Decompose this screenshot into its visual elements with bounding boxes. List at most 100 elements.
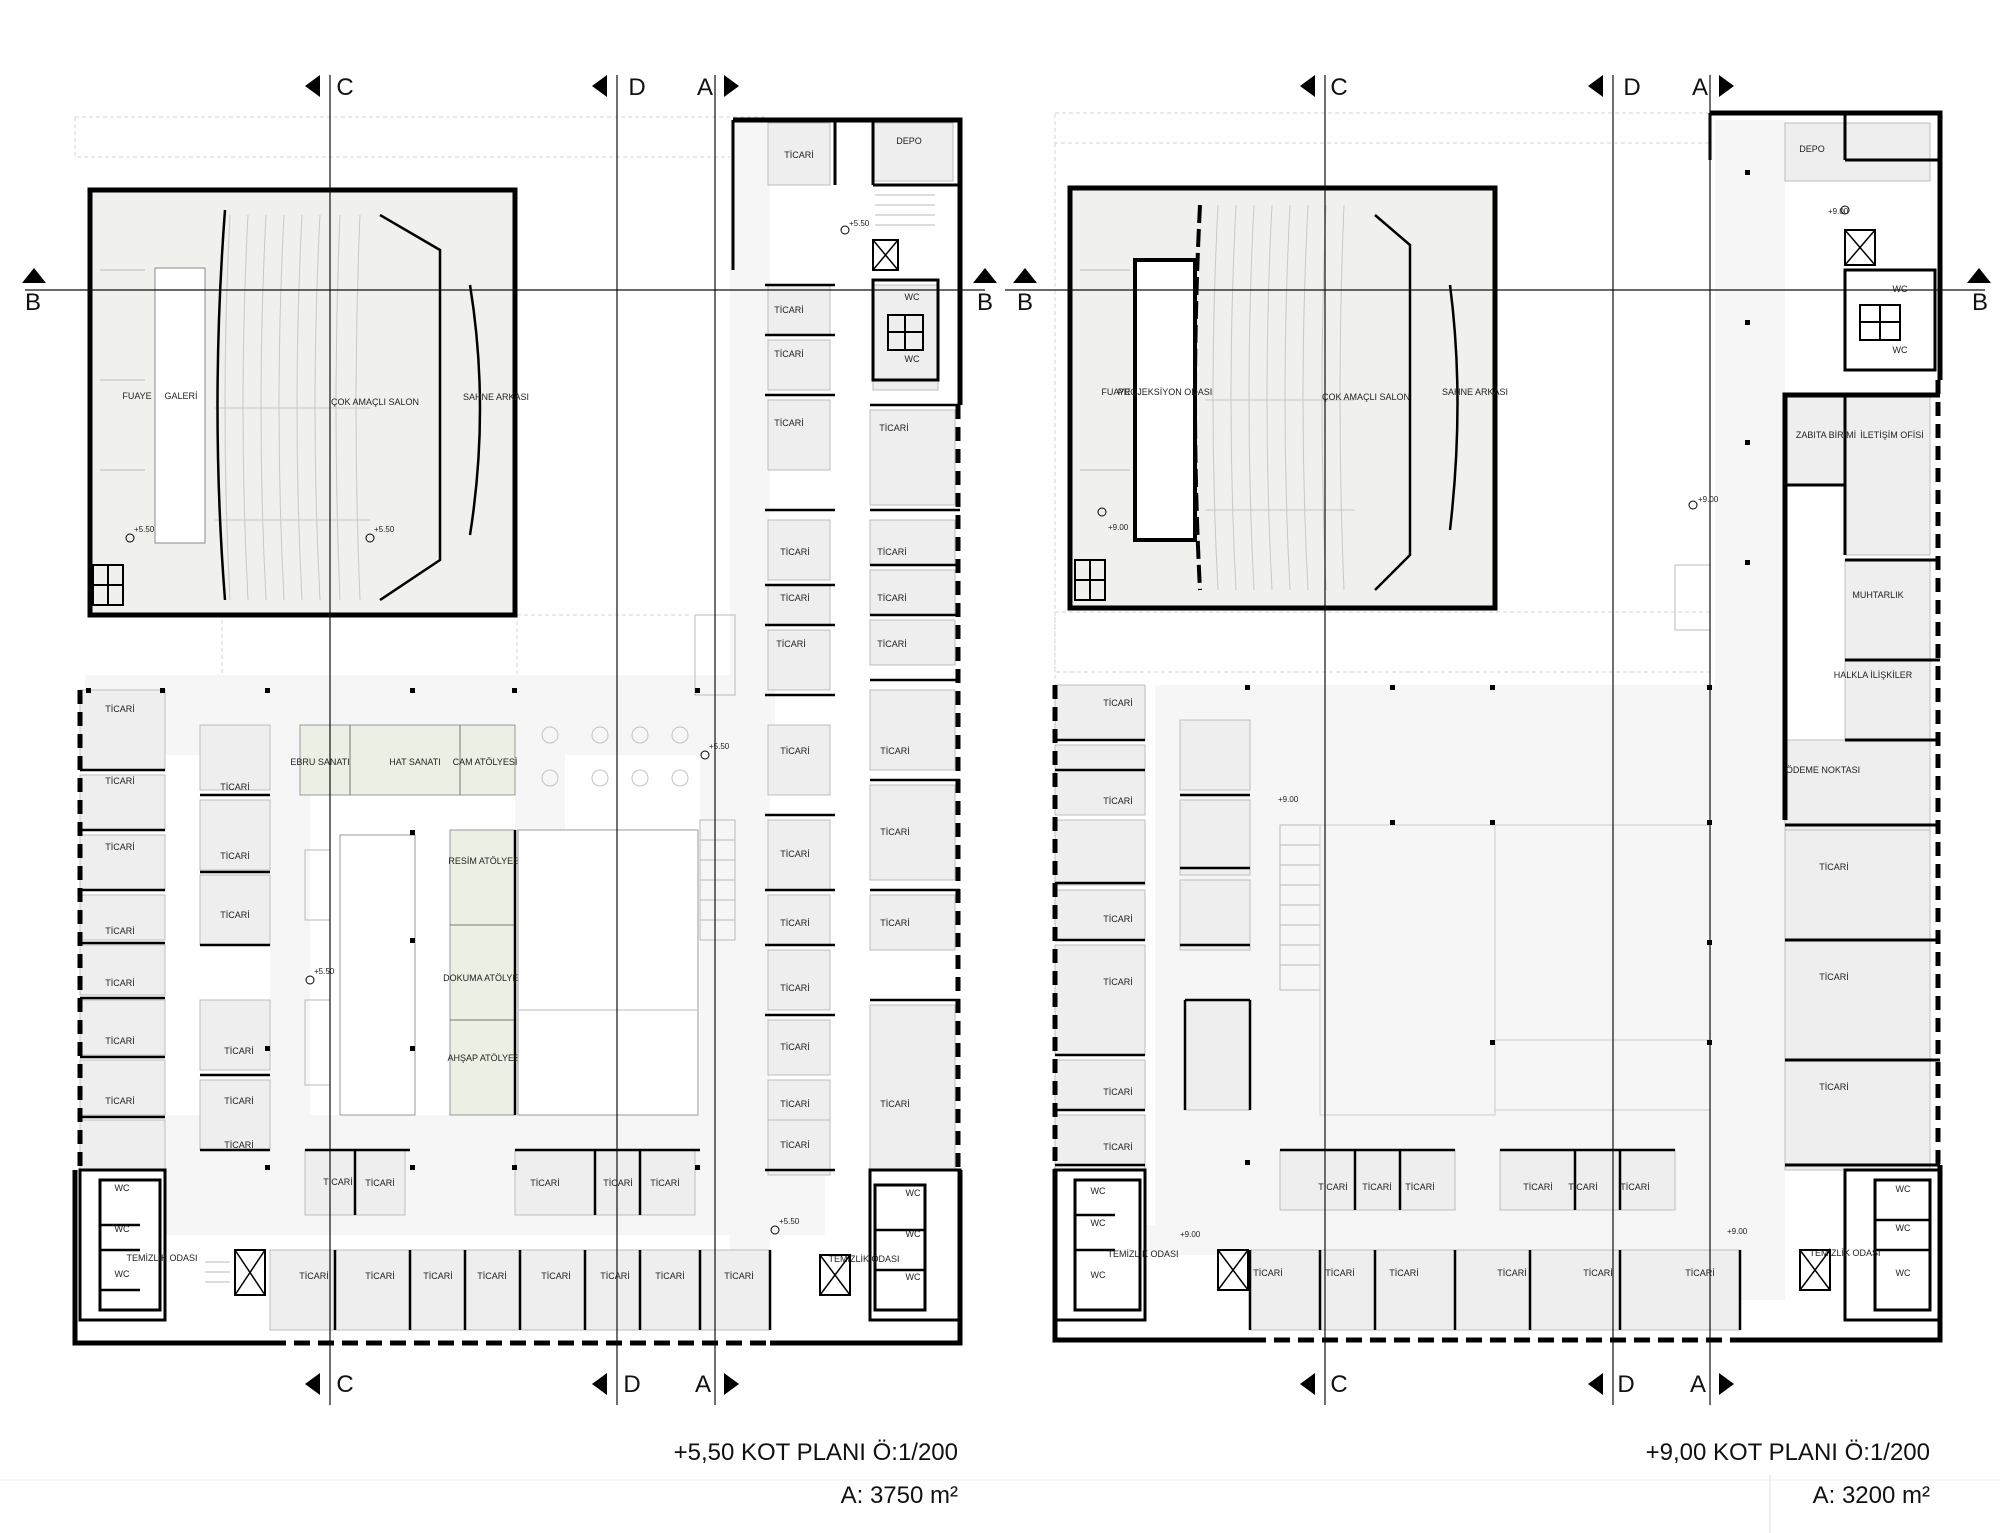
room-label-ticari: TİCARİ: [877, 593, 907, 603]
level-mark: +5.50: [374, 525, 395, 534]
room-label-ticari: TİCARİ: [603, 1178, 633, 1188]
level-mark: +5.50: [779, 1217, 800, 1226]
room-label-ticari: TİCARİ: [784, 150, 814, 160]
room-label-ticari: TİCARİ: [224, 1140, 254, 1150]
room-label-sahne: SAHNE ARKASI: [1442, 387, 1508, 397]
room-label-ticari: TİCARİ: [1318, 1182, 1348, 1192]
stair-east: [875, 194, 935, 226]
room-label-ticari: TİCARİ: [477, 1271, 507, 1281]
south-wing: TİCARİ TİCARİ TİCARİ TİCARİ TİCARİ TİCAR…: [72, 1148, 963, 1346]
room-label-ticari: TİCARİ: [105, 704, 135, 714]
room-label-ticari: TİCARİ: [1103, 1087, 1133, 1097]
room-label-wc: WC: [906, 1272, 921, 1282]
room-label-wc: WC: [906, 1188, 921, 1198]
room-label-temizlik: TEMİZLİK ODASI: [828, 1254, 899, 1264]
room-label-salon: ÇOK AMAÇLI SALON: [1322, 392, 1410, 402]
room-label-ticari: TİCARİ: [774, 418, 804, 428]
room-label-ticari: TİCARİ: [105, 978, 135, 988]
room-label-ticari: TİCARİ: [541, 1271, 571, 1281]
room-label-temizlik: TEMİZLİK ODASI: [1107, 1249, 1178, 1259]
room-label-ticari: TİCARİ: [879, 423, 909, 433]
room-label-ticari: TİCARİ: [220, 782, 250, 792]
room-label-ticari: TİCARİ: [1389, 1268, 1419, 1278]
section-mark-c: C: [1330, 1371, 1347, 1398]
level-markers: +5.50 +5.50 +5.50 +5.50 +5.50 +5.50: [125, 219, 870, 1235]
room-label-ticari: TİCARİ: [780, 918, 810, 928]
room-label-ticari: TİCARİ: [774, 305, 804, 315]
plan-left-5-50: FUAYE GALERİ ÇOK AMAÇLI SALON SAHNE ARKA…: [22, 74, 997, 1509]
section-mark-c: C: [336, 1371, 353, 1398]
room-label-ticari: TİCARİ: [323, 1177, 353, 1187]
room-label-wc: WC: [1893, 345, 1908, 355]
room-label-ebru: EBRU SANATI: [290, 757, 349, 767]
room-label-ticari: TİCARİ: [780, 547, 810, 557]
room-label-wc: WC: [1896, 1223, 1911, 1233]
room-label-hat: HAT SANATI: [389, 757, 441, 767]
room-label-ticari: TİCARİ: [780, 746, 810, 756]
room-label-resim: RESİM ATÖLYESİ: [448, 856, 521, 866]
section-mark-b: B: [977, 289, 993, 316]
section-mark-a: A: [1692, 74, 1708, 101]
plan-title: +5,50 KOT PLANI Ö:1/200: [674, 1439, 958, 1466]
level-mark: +5.50: [849, 219, 870, 228]
plan-area: A: 3200 m²: [1813, 1482, 1930, 1509]
section-mark-d: D: [623, 1371, 640, 1398]
room-label-ticari: TİCARİ: [1103, 1142, 1133, 1152]
room-label-ticari: TİCARİ: [880, 1099, 910, 1109]
room-label-ticari: TİCARİ: [1103, 977, 1133, 987]
room-label-ticari: TİCARİ: [1497, 1268, 1527, 1278]
room-label-ticari: TİCARİ: [776, 639, 806, 649]
room-label-wc: WC: [115, 1183, 130, 1193]
room-label-ticari: TİCARİ: [105, 926, 135, 936]
room-label-ticari: TİCARİ: [877, 547, 907, 557]
room-label-ticari: TİCARİ: [1362, 1182, 1392, 1192]
room-label-galeri: GALERİ: [164, 391, 197, 401]
room-label-halkla: HALKLA İLİŞKİLER: [1834, 670, 1913, 680]
level-mark: +9.00: [1698, 495, 1719, 504]
section-lines: C D A C D A B B: [1005, 74, 1991, 1405]
room-label-ticari: TİCARİ: [1568, 1182, 1598, 1192]
room-label-wc: WC: [905, 354, 920, 364]
room-label-ticari: TİCARİ: [1103, 796, 1133, 806]
auditorium-seating: [215, 214, 370, 601]
room-label-ticari: TİCARİ: [655, 1271, 685, 1281]
room-label-wc: WC: [1893, 284, 1908, 294]
room-label-ticari: TİCARİ: [1685, 1268, 1715, 1278]
room-label-wc: WC: [115, 1224, 130, 1234]
room-label-ticari: TİCARİ: [877, 639, 907, 649]
room-label-ticari: TİCARİ: [880, 827, 910, 837]
room-label-ahsap: AHŞAP ATÖLYESİ: [447, 1053, 522, 1063]
multipurpose-hall-block: FUAYE GALERİ ÇOK AMAÇLI SALON SAHNE ARKA…: [87, 187, 529, 618]
room-label-ticari: TİCARİ: [530, 1178, 560, 1188]
room-label-ticari: TİCARİ: [105, 1036, 135, 1046]
room-label-fuaye: FUAYE: [122, 391, 151, 401]
section-lines: C D A C D A B B: [22, 74, 997, 1405]
room-label-wc: WC: [1091, 1270, 1106, 1280]
room-label-ticari: TİCARİ: [220, 851, 250, 861]
auditorium-seating: [1205, 204, 1355, 591]
room-label-ticari: TİCARİ: [780, 849, 810, 859]
room-label-wc: WC: [906, 1229, 921, 1239]
section-mark-a: A: [697, 74, 713, 101]
room-label-wc: WC: [1091, 1186, 1106, 1196]
plan-right-9-00: FUAYE PROJEKSİYON ODASI ÇOK AMAÇLI SALON…: [1005, 74, 1991, 1509]
room-label-ticari: TİCARİ: [780, 983, 810, 993]
room-label-iletisim: İLETİŞİM OFİSİ: [1860, 430, 1924, 440]
section-mark-a: A: [695, 1371, 711, 1398]
room-label-depo: DEPO: [896, 136, 922, 146]
atelier-strip: EBRU SANATI HAT SANATI CAM ATÖLYESİ RESİ…: [290, 614, 736, 1116]
level-mark: +9.00: [1108, 523, 1129, 532]
room-label-ticari: TİCARİ: [224, 1046, 254, 1056]
room-label-ticari: TİCARİ: [1620, 1182, 1650, 1192]
room-label-ticari: TİCARİ: [600, 1271, 630, 1281]
room-label-wc: WC: [905, 292, 920, 302]
plan-area: A: 3750 m²: [841, 1482, 958, 1509]
section-mark-d: D: [628, 74, 645, 101]
section-mark-d: D: [1617, 1371, 1634, 1398]
room-label-ticari: TİCARİ: [365, 1271, 395, 1281]
multipurpose-hall-block: FUAYE PROJEKSİYON ODASI ÇOK AMAÇLI SALON…: [1067, 185, 1508, 611]
section-mark-a: A: [1690, 1371, 1706, 1398]
room-label-ticari: TİCARİ: [365, 1178, 395, 1188]
west-wing: TİCARİ TİCARİ TİCARİ TİCARİ TİCARİ TİCAR…: [1052, 495, 1719, 1171]
room-label-wc: WC: [1091, 1218, 1106, 1228]
